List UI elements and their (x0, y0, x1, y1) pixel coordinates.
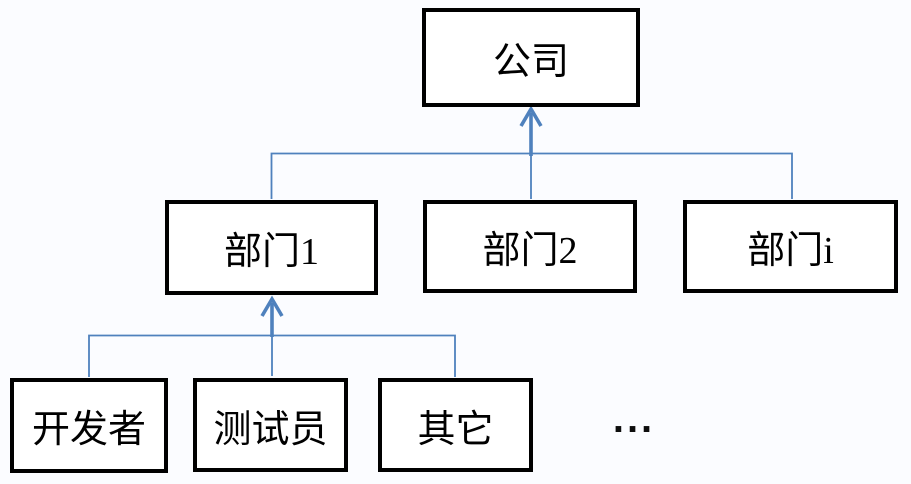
node-company: 公司 (422, 8, 640, 107)
node-tester: 测试员 (193, 378, 348, 472)
node-dept2-label: 部门2 (482, 230, 578, 272)
node-company-label: 公司 (492, 41, 569, 83)
arrow-head-to-company (519, 105, 543, 127)
node-dept1: 部门1 (165, 200, 378, 295)
node-other: 其它 (378, 378, 533, 472)
node-developer-label: 开发者 (31, 409, 146, 451)
node-depti-label: 部门i (747, 230, 834, 272)
node-depti: 部门i (683, 200, 898, 293)
more-roles-ellipsis: ... (612, 396, 656, 441)
edge-roles-to-dept1 (88, 295, 456, 377)
node-other-label: 其它 (417, 408, 494, 451)
node-tester-label: 测试员 (213, 408, 328, 451)
node-developer: 开发者 (10, 378, 168, 473)
edge-departments-to-company (270, 105, 793, 199)
node-dept2: 部门2 (423, 200, 637, 293)
arrow-head-to-dept1 (260, 295, 284, 317)
node-dept1-label: 部门1 (223, 231, 319, 273)
